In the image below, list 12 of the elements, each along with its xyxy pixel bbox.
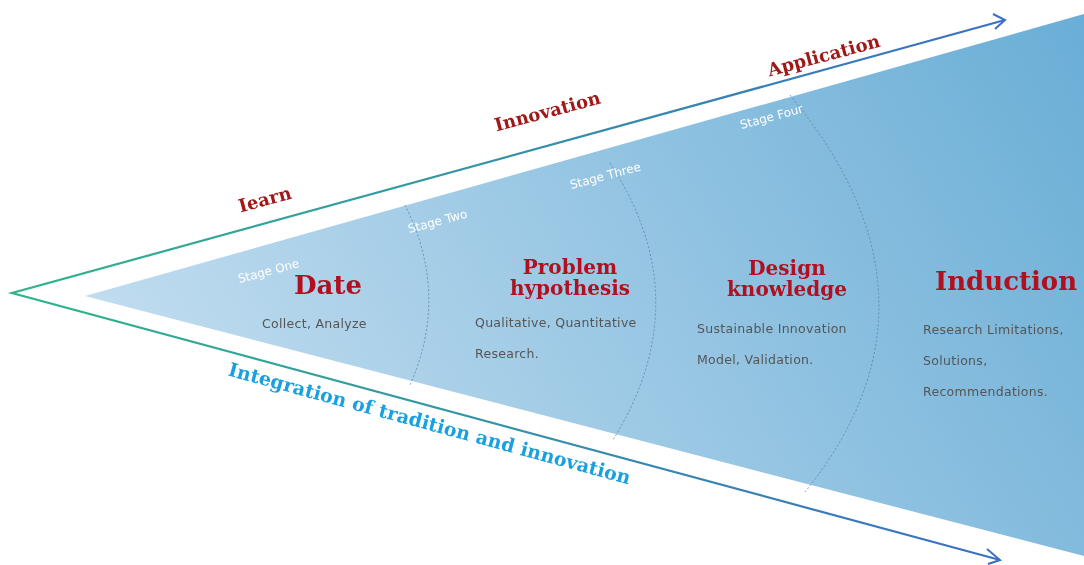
stage-description: Sustainable Innovation Model, Validation.: [697, 320, 848, 369]
stage-heading: Induction: [935, 268, 1078, 296]
stage-heading: Problem hypothesis: [508, 257, 632, 299]
stage-label: Stage Three: [568, 159, 643, 192]
stage-heading: Date: [294, 272, 362, 300]
stage-label: Stage Four: [738, 101, 805, 132]
flow-label: Iearn: [236, 182, 294, 217]
stage-label: Stage Two: [406, 206, 469, 236]
stage-heading: Design knowledge: [726, 258, 848, 300]
stage-description: Collect, Analyze: [262, 315, 368, 333]
stage-description: Research Limitations, Solutions, Recommendations.: [923, 321, 1065, 401]
stage-description: Qualitative, Quantitative Research.: [475, 314, 638, 363]
